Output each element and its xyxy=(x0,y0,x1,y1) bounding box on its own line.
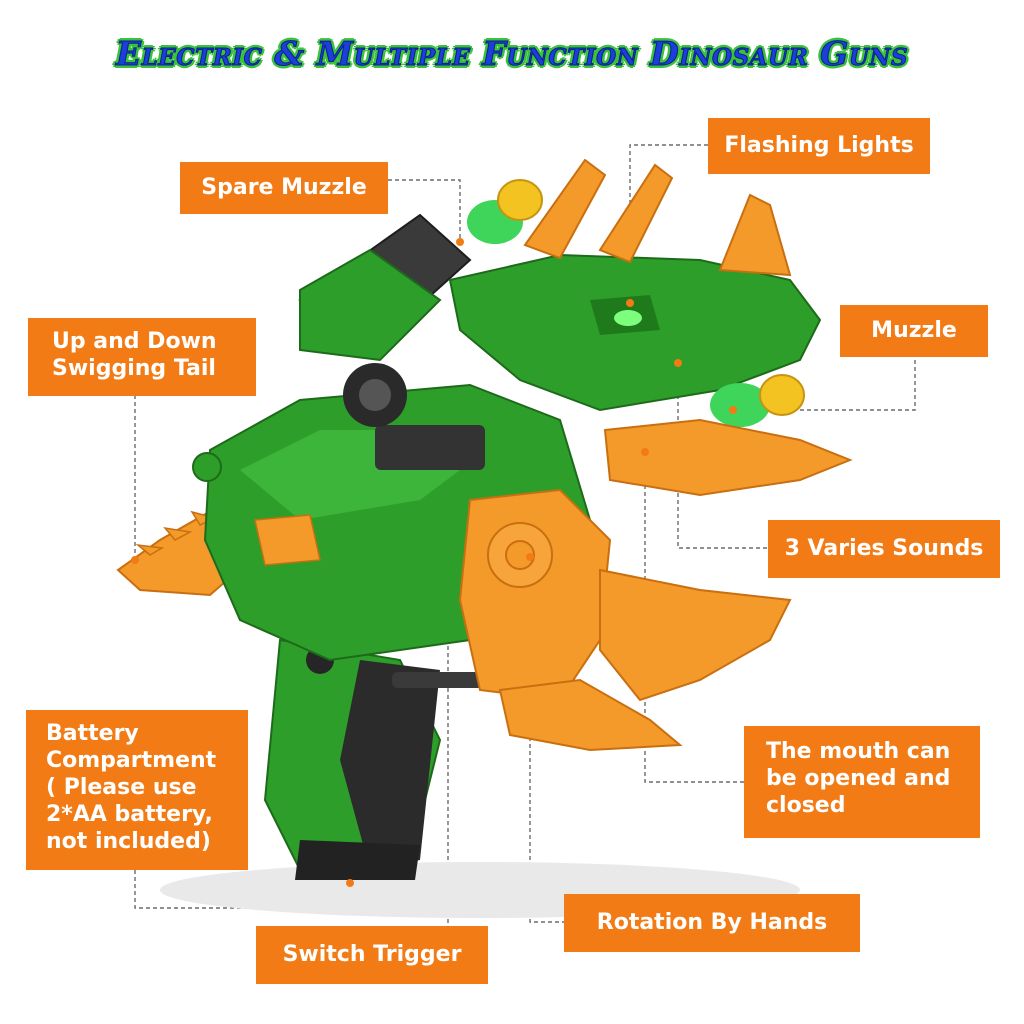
label-battery-compartment: Battery Compartment ( Please use 2*AA ba… xyxy=(26,710,248,870)
label-rotation: Rotation By Hands xyxy=(564,894,860,952)
leader-dots xyxy=(131,238,737,887)
label-swinging-tail: Up and Down Swigging Tail xyxy=(28,318,256,396)
head xyxy=(448,158,822,412)
label-spare-muzzle: Spare Muzzle xyxy=(180,162,388,214)
rotation-gear xyxy=(458,488,612,702)
label-mouth: The mouth can be opened and closed xyxy=(744,726,980,838)
label-sounds: 3 Varies Sounds xyxy=(768,520,1000,578)
muzzle xyxy=(710,374,805,427)
lower-frill xyxy=(498,568,792,752)
label-switch-trigger: Switch Trigger xyxy=(256,926,488,984)
grip xyxy=(263,638,502,880)
page-title: Electric & Multiple Function Dinosaur Gu… xyxy=(115,34,909,74)
jaw xyxy=(603,418,853,497)
label-flashing-lights: Flashing Lights xyxy=(708,118,930,174)
label-muzzle: Muzzle xyxy=(840,305,988,357)
spare-muzzle xyxy=(298,179,543,427)
